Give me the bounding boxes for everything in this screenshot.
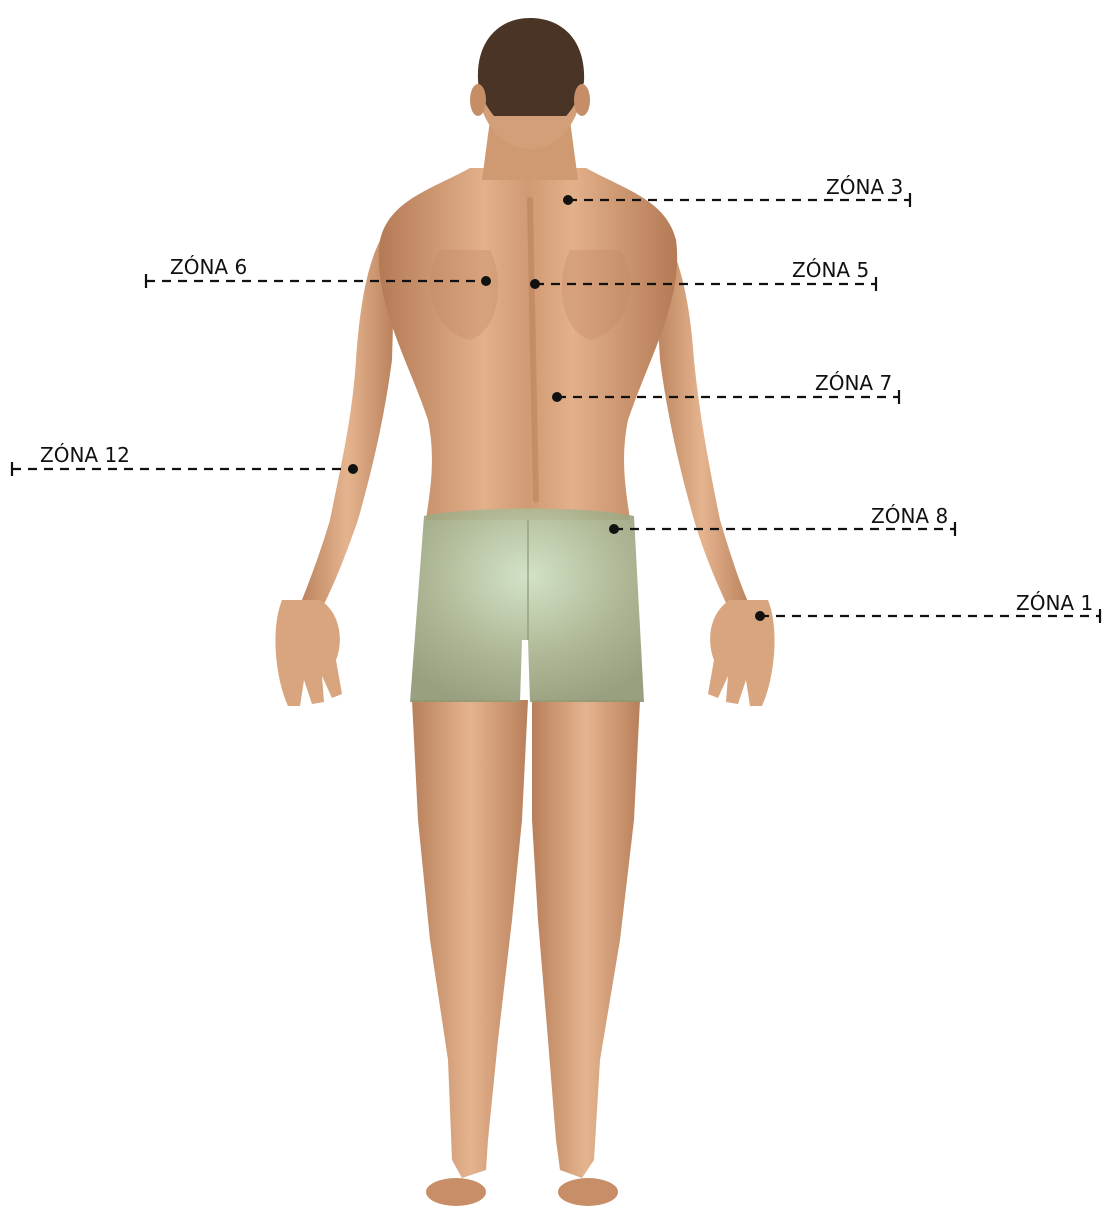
zone-5-dot: [530, 279, 540, 289]
left-foot: [426, 1178, 486, 1206]
right-leg: [532, 700, 640, 1178]
zone-7-dot: [552, 392, 562, 402]
zone-1-marker: ZÓNA 1: [755, 591, 1100, 623]
zone-7-label: ZÓNA 7: [815, 371, 892, 395]
zone-6-dot: [481, 276, 491, 286]
zone-12-dot: [348, 464, 358, 474]
zone-5-label: ZÓNA 5: [792, 258, 869, 282]
zone-6-label: ZÓNA 6: [170, 255, 247, 279]
zone-8-dot: [609, 524, 619, 534]
human-figure: [275, 18, 774, 1206]
left-ear: [470, 84, 486, 116]
zone-12-label: ZÓNA 12: [40, 443, 130, 467]
right-ear: [574, 84, 590, 116]
hair: [478, 18, 584, 116]
right-foot: [558, 1178, 618, 1206]
zone-1-label: ZÓNA 1: [1016, 591, 1093, 615]
zone-3-dot: [563, 195, 573, 205]
zone-8-label: ZÓNA 8: [871, 504, 948, 528]
left-leg: [412, 700, 528, 1178]
zone-3-label: ZÓNA 3: [826, 175, 903, 199]
zone-8-marker: ZÓNA 8: [609, 504, 955, 536]
left-hand: [275, 600, 342, 706]
zone-1-dot: [755, 611, 765, 621]
zone-12-marker: ZÓNA 12: [12, 443, 358, 476]
